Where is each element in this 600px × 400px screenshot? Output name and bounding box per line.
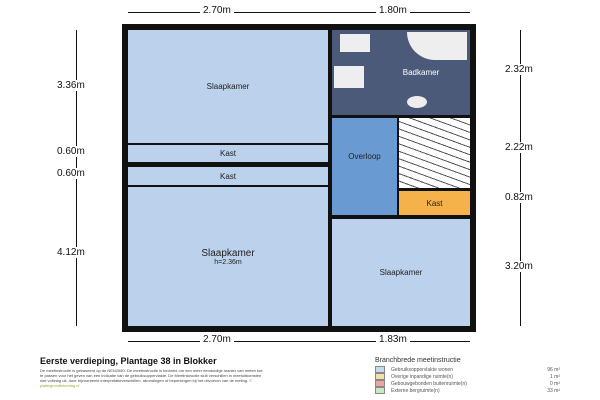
room-label: Kast	[426, 198, 443, 208]
legend-value: 1 m²	[550, 373, 560, 380]
dim-line-top	[128, 12, 470, 13]
room-label: Overloop	[348, 152, 381, 161]
dim-left-3: 0.60m	[54, 168, 88, 179]
room-label: Slaapkamer	[201, 247, 255, 259]
swatch	[375, 373, 385, 380]
disclaimer: De meetinstructie is gebaseerd op de NEN…	[40, 368, 265, 388]
legend-label: Gebouwgebonden buitenruimte(n)	[391, 380, 467, 387]
dim-right-1: 2.32m	[502, 64, 536, 75]
room-closet-2: Kast	[128, 167, 328, 185]
legend-item: Gebruiksoppervlakte wonen 96 m²	[375, 366, 560, 373]
legend-item: Overige inpandige ruimte(n) 1 m²	[375, 373, 560, 380]
dim-right-4: 3.20m	[502, 261, 536, 272]
dim-left-2: 0.60m	[54, 146, 88, 157]
legend-label: Externe bergruimte(n)	[391, 387, 440, 394]
toilet-icon	[340, 34, 370, 52]
sink-icon	[334, 66, 364, 88]
swatch	[375, 366, 385, 373]
room-landing: Overloop	[332, 118, 397, 215]
disclaimer-text: De meetinstructie is gebaseerd op de NEN…	[40, 368, 263, 383]
room-closet-1: Kast	[128, 145, 328, 162]
legend-label: Overige inpandige ruimte(n)	[391, 373, 453, 380]
swatch	[375, 380, 385, 387]
room-label: Kast	[219, 171, 236, 181]
legend-value: 96 m²	[547, 366, 560, 373]
room-label: Kast	[219, 149, 236, 158]
dim-left-4: 4.12m	[54, 247, 88, 258]
dim-bottom-left: 2.70m	[200, 334, 234, 345]
legend-title: Branchbrede meetinstructie	[375, 357, 461, 364]
dim-left-1: 3.36m	[54, 80, 88, 91]
room-bedroom-bottom-left: Slaapkamer h=2.36m	[128, 187, 328, 326]
drain-icon	[407, 96, 427, 108]
staircase	[399, 118, 470, 188]
room-bedroom-bottom-right: Slaapkamer	[332, 219, 470, 326]
floor-plan: Slaapkamer Kast Kast Slaapkamer h=2.36m …	[122, 24, 476, 332]
dim-line-bottom	[128, 341, 470, 342]
legend-value: 33 m²	[547, 387, 560, 394]
legend-item: Gebouwgebonden buitenruimte(n) 0 m²	[375, 380, 560, 387]
room-closet-orange: Kast	[399, 191, 470, 215]
room-label: Slaapkamer	[206, 82, 250, 91]
legend-item: Externe bergruimte(n) 33 m²	[375, 387, 560, 394]
room-label: Slaapkamer	[379, 268, 423, 277]
room-bedroom-top-left: Slaapkamer	[128, 30, 328, 143]
dim-right-3: 0.82m	[502, 192, 536, 203]
dim-top-right: 1.80m	[376, 5, 410, 16]
bathtub-icon	[407, 32, 467, 60]
dim-right-2: 2.22m	[502, 142, 536, 153]
room-label: Badkamer	[402, 68, 440, 77]
legend-value: 0 m²	[550, 380, 560, 387]
room-bathroom: Badkamer	[332, 30, 470, 115]
legend: Branchbrede meetinstructie Gebruiksopper…	[375, 357, 560, 394]
dim-top-left: 2.70m	[200, 5, 234, 16]
dim-bottom-right: 1.83m	[376, 334, 410, 345]
legend-label: Gebruiksoppervlakte wonen	[391, 366, 453, 373]
website-link[interactable]: © plattegrondtekening.nl	[40, 378, 253, 388]
swatch	[375, 387, 385, 394]
dim-line-right	[520, 30, 521, 326]
plan-title: Eerste verdieping, Plantage 38 in Blokke…	[40, 356, 217, 366]
room-height: h=2.36m	[214, 258, 242, 266]
